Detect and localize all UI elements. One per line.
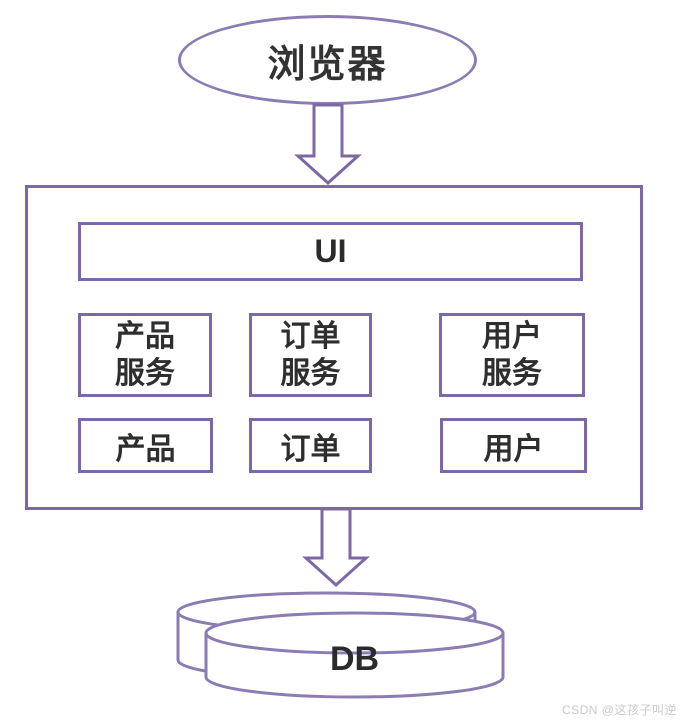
product-model-box: 产品 (78, 418, 213, 473)
database-label: DB (329, 639, 380, 678)
arrow-down-container-to-db-icon (302, 507, 370, 588)
ui-layer-box: UI (78, 222, 583, 281)
arrow-down-browser-to-container-icon (294, 103, 362, 186)
database-icon (176, 591, 505, 699)
user-model-box: 用户 (440, 418, 587, 473)
order-model-box: 订单 (249, 418, 372, 473)
user-model-label: 用户 (483, 432, 544, 466)
product-model-label: 产品 (115, 432, 176, 466)
product-service-box: 产品 服务 (78, 313, 212, 397)
order-model-label: 订单 (280, 432, 341, 466)
order-service-label: 订单 服务 (280, 320, 341, 390)
ui-layer-label: UI (314, 233, 347, 269)
order-service-box: 订单 服务 (249, 313, 372, 397)
product-service-label: 产品 服务 (115, 320, 175, 390)
user-service-box: 用户 服务 (439, 313, 585, 397)
browser-label: 浏览器 (267, 43, 388, 86)
user-service-label: 用户 服务 (482, 320, 542, 390)
watermark: CSDN @这孩子叫逆 (561, 703, 677, 717)
browser-node: 浏览器 (178, 15, 477, 105)
